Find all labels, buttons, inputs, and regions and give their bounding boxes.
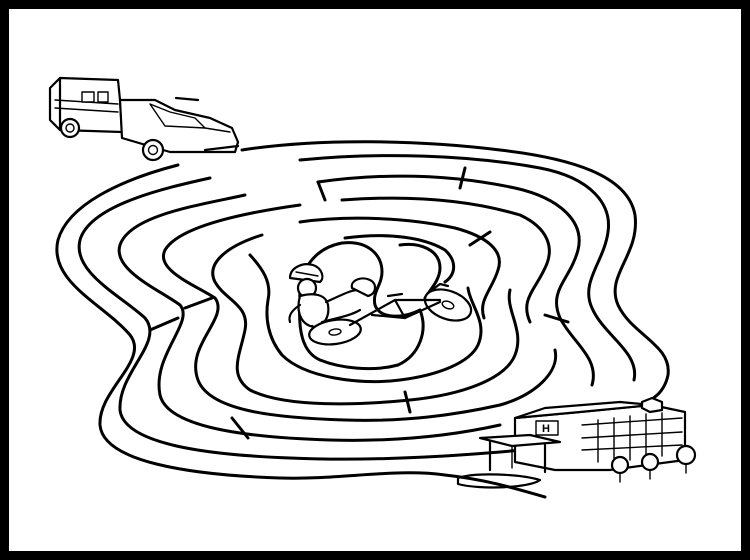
maze-outer-wall-right	[240, 140, 670, 409]
maze-wall-ring-5b	[343, 234, 456, 284]
hospital-building-icon: H	[456, 396, 697, 489]
injured-cyclist-icon	[288, 263, 473, 346]
maze-wall-divider-4	[230, 416, 250, 440]
maze-wall-divider-1	[316, 180, 327, 202]
maze-wall-divider-7	[403, 390, 412, 414]
maze-wall-ring-1	[77, 176, 547, 461]
maze-wall-ring-3b	[340, 196, 551, 324]
hospital-sign	[535, 420, 559, 436]
maze-wall-ring-1b	[298, 154, 637, 382]
maze-wall-ring-4	[211, 233, 520, 406]
maze-wall-divider-8	[148, 316, 180, 332]
ambulance-icon	[48, 76, 240, 162]
maze-wall-divider-3	[183, 296, 214, 310]
maze-wall-ring-2b	[316, 174, 595, 387]
maze-wall-divider-5	[468, 230, 492, 247]
maze-outer-wall-left	[55, 163, 547, 499]
maze-wall-divider-2	[458, 166, 467, 190]
maze-wall-ring-5	[248, 253, 483, 383]
maze-wall-ring-4b	[298, 216, 501, 320]
maze-walls	[55, 140, 670, 499]
hospital-sign-letter: H	[542, 423, 550, 435]
maze-wall-core	[298, 241, 425, 371]
maze-wall-ring-3	[161, 203, 558, 422]
maze-wall-divider-6	[543, 313, 570, 324]
maze-wall-ring-2	[117, 193, 502, 442]
